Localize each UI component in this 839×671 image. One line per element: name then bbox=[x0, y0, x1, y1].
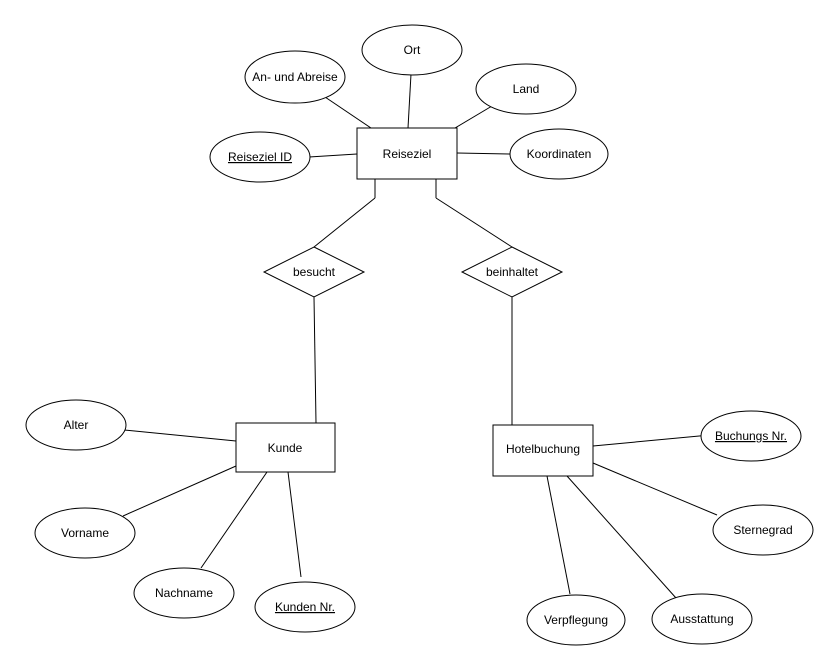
attribute-land[interactable]: Land bbox=[475, 63, 577, 115]
attribute-sternegrad[interactable]: Sternegrad bbox=[712, 504, 814, 556]
edge-reiseziel-id bbox=[308, 153, 358, 158]
entity-kunde[interactable]: Kunde bbox=[235, 422, 336, 473]
edge-hotelbuchung-ausstattung bbox=[566, 475, 677, 599]
attribute-land-label: Land bbox=[513, 82, 540, 96]
connections bbox=[122, 73, 718, 599]
relationship-besucht-label: besucht bbox=[293, 265, 336, 279]
attribute-koordinaten[interactable]: Koordinaten bbox=[509, 128, 609, 180]
edge-kunde-alter bbox=[123, 429, 237, 442]
attribute-ort[interactable]: Ort bbox=[361, 24, 463, 76]
attribute-buchungs-nr-ellipse bbox=[700, 410, 802, 462]
attribute-koordinaten-ellipse bbox=[509, 128, 609, 180]
attribute-land-ellipse bbox=[475, 63, 577, 115]
attribute-buchungs-nr[interactable]: Buchungs Nr. bbox=[700, 410, 802, 462]
attribute-verpflegung-ellipse bbox=[526, 594, 626, 646]
attribute-vorname-ellipse bbox=[34, 507, 136, 559]
entity-kunde-box bbox=[235, 422, 336, 473]
attribute-nachname-ellipse bbox=[133, 567, 235, 619]
relationship-beinhaltet-diamond bbox=[460, 246, 564, 298]
edge-reiseziel-besucht-diag bbox=[313, 197, 376, 248]
attribute-kunden-nr[interactable]: Kunden Nr. bbox=[254, 581, 356, 633]
edge-reiseziel-koordinaten bbox=[456, 152, 511, 155]
attribute-alter[interactable]: Alter bbox=[25, 399, 127, 451]
entity-hotelbuchung[interactable]: Hotelbuchung bbox=[492, 424, 594, 477]
attribute-alter-label: Alter bbox=[64, 418, 89, 432]
relationship-besucht[interactable]: besucht bbox=[262, 246, 366, 298]
attribute-ort-ellipse bbox=[361, 24, 463, 76]
attribute-kunden-nr-label: Kunden Nr. bbox=[275, 600, 335, 614]
relationship-besucht-diamond bbox=[262, 246, 366, 298]
attribute-reiseziel-id[interactable]: Reiseziel ID bbox=[209, 131, 311, 183]
attribute-buchungs-nr-label: Buchungs Nr. bbox=[715, 429, 787, 443]
edge-hotelbuchung-verpflegung bbox=[546, 475, 571, 595]
edge-reiseziel-beinhaltet-diag bbox=[435, 197, 513, 248]
attribute-reiseziel-id-label: Reiseziel ID bbox=[228, 150, 292, 164]
edge-hotelbuchung-sternegrad bbox=[592, 462, 718, 516]
attribute-verpflegung-label: Verpflegung bbox=[544, 613, 608, 627]
attribute-an-abreise-label: An- und Abreise bbox=[252, 70, 338, 84]
attribute-nachname[interactable]: Nachname bbox=[133, 567, 235, 619]
attribute-ort-label: Ort bbox=[404, 43, 421, 57]
entity-reiseziel-box bbox=[356, 127, 458, 180]
attribute-ausstattung-label: Ausstattung bbox=[670, 612, 733, 626]
edge-kunde-nachname bbox=[200, 471, 268, 569]
entity-hotelbuchung-label: Hotelbuchung bbox=[506, 442, 580, 456]
entity-hotelbuchung-box bbox=[492, 424, 594, 477]
attribute-sternegrad-label: Sternegrad bbox=[733, 523, 792, 537]
attribute-kunden-nr-ellipse bbox=[254, 581, 356, 633]
attribute-koordinaten-label: Koordinaten bbox=[527, 147, 592, 161]
edge-kunde-kunden-nr bbox=[287, 471, 302, 578]
edge-kunde-vorname bbox=[122, 465, 237, 517]
attribute-sternegrad-ellipse bbox=[712, 504, 814, 556]
attribute-ausstattung[interactable]: Ausstattung bbox=[651, 593, 753, 645]
attribute-nachname-label: Nachname bbox=[155, 586, 213, 600]
attribute-an-abreise-ellipse bbox=[244, 50, 346, 104]
edge-reiseziel-land bbox=[454, 105, 493, 129]
attribute-an-abreise[interactable]: An- und Abreise bbox=[244, 50, 346, 104]
attribute-verpflegung[interactable]: Verpflegung bbox=[526, 594, 626, 646]
attribute-vorname[interactable]: Vorname bbox=[34, 507, 136, 559]
entity-kunde-label: Kunde bbox=[268, 441, 303, 455]
entity-reiseziel-label: Reiseziel bbox=[383, 147, 432, 161]
attribute-vorname-label: Vorname bbox=[61, 526, 109, 540]
edge-reiseziel-ort bbox=[407, 73, 412, 129]
relationship-beinhaltet-label: beinhaltet bbox=[486, 265, 539, 279]
attribute-reiseziel-id-ellipse bbox=[209, 131, 311, 183]
edge-hotelbuchung-buchungs-nr bbox=[592, 434, 711, 447]
relationship-beinhaltet[interactable]: beinhaltet bbox=[460, 246, 564, 298]
edge-reiseziel-an-abreise bbox=[324, 96, 372, 129]
attribute-alter-ellipse bbox=[25, 399, 127, 451]
attribute-ausstattung-ellipse bbox=[651, 593, 753, 645]
edge-besucht-kunde bbox=[313, 296, 317, 424]
entity-reiseziel[interactable]: Reiseziel bbox=[356, 127, 458, 180]
